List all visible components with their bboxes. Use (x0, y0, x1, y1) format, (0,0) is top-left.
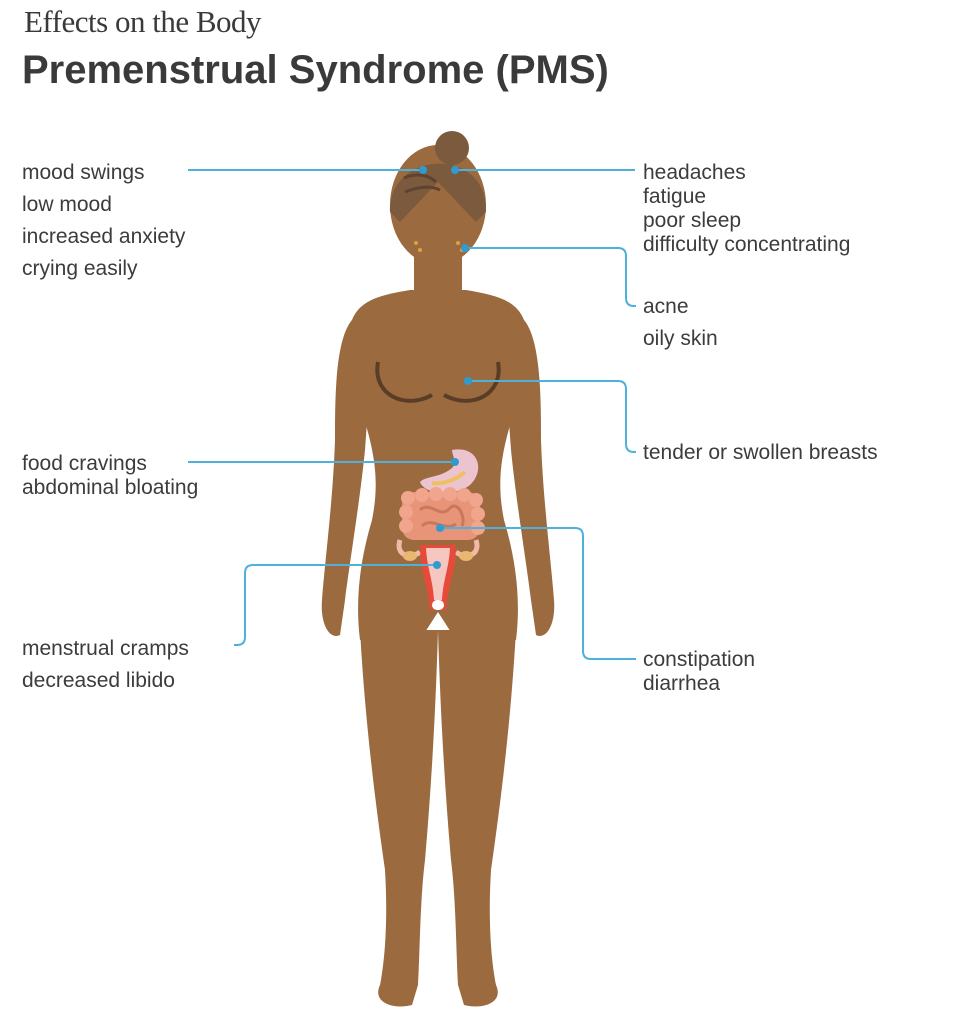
label-fatigue: fatigue (643, 185, 707, 208)
label-diarrhea: diarrhea (643, 672, 721, 695)
label-low-mood: low mood (22, 193, 112, 216)
label-crying-easily: crying easily (22, 257, 138, 280)
label-constipation: constipation (643, 648, 756, 671)
label-decreased-libido: decreased libido (22, 669, 175, 692)
supertitle: Effects on the Body (24, 4, 262, 39)
label-abdominal-bloating: abdominal bloating (22, 476, 199, 499)
label-food-cravings: food cravings (22, 452, 147, 475)
label-poor-sleep: poor sleep (643, 209, 742, 232)
stomach (420, 449, 479, 493)
uterus (396, 539, 480, 610)
label-difficulty-concentrating: difficulty concentrating (643, 233, 851, 256)
intestines (399, 487, 485, 540)
label-oily-skin: oily skin (643, 327, 718, 350)
leader-lines (188, 169, 636, 660)
label-acne: acne (643, 295, 689, 318)
page-title: Premenstrual Syndrome (PMS) (22, 48, 609, 92)
label-mood-swings: mood swings (22, 161, 145, 184)
hair (389, 131, 487, 222)
acne-spots (414, 241, 464, 252)
leader-dots (419, 166, 472, 569)
label-tender-breasts: tender or swollen breasts (643, 441, 878, 464)
label-menstrual-cramps: menstrual cramps (22, 637, 189, 660)
body-silhouette (321, 145, 555, 1007)
breasts (375, 361, 501, 403)
label-increased-anxiety: increased anxiety (22, 225, 186, 248)
label-headaches: headaches (643, 161, 746, 184)
